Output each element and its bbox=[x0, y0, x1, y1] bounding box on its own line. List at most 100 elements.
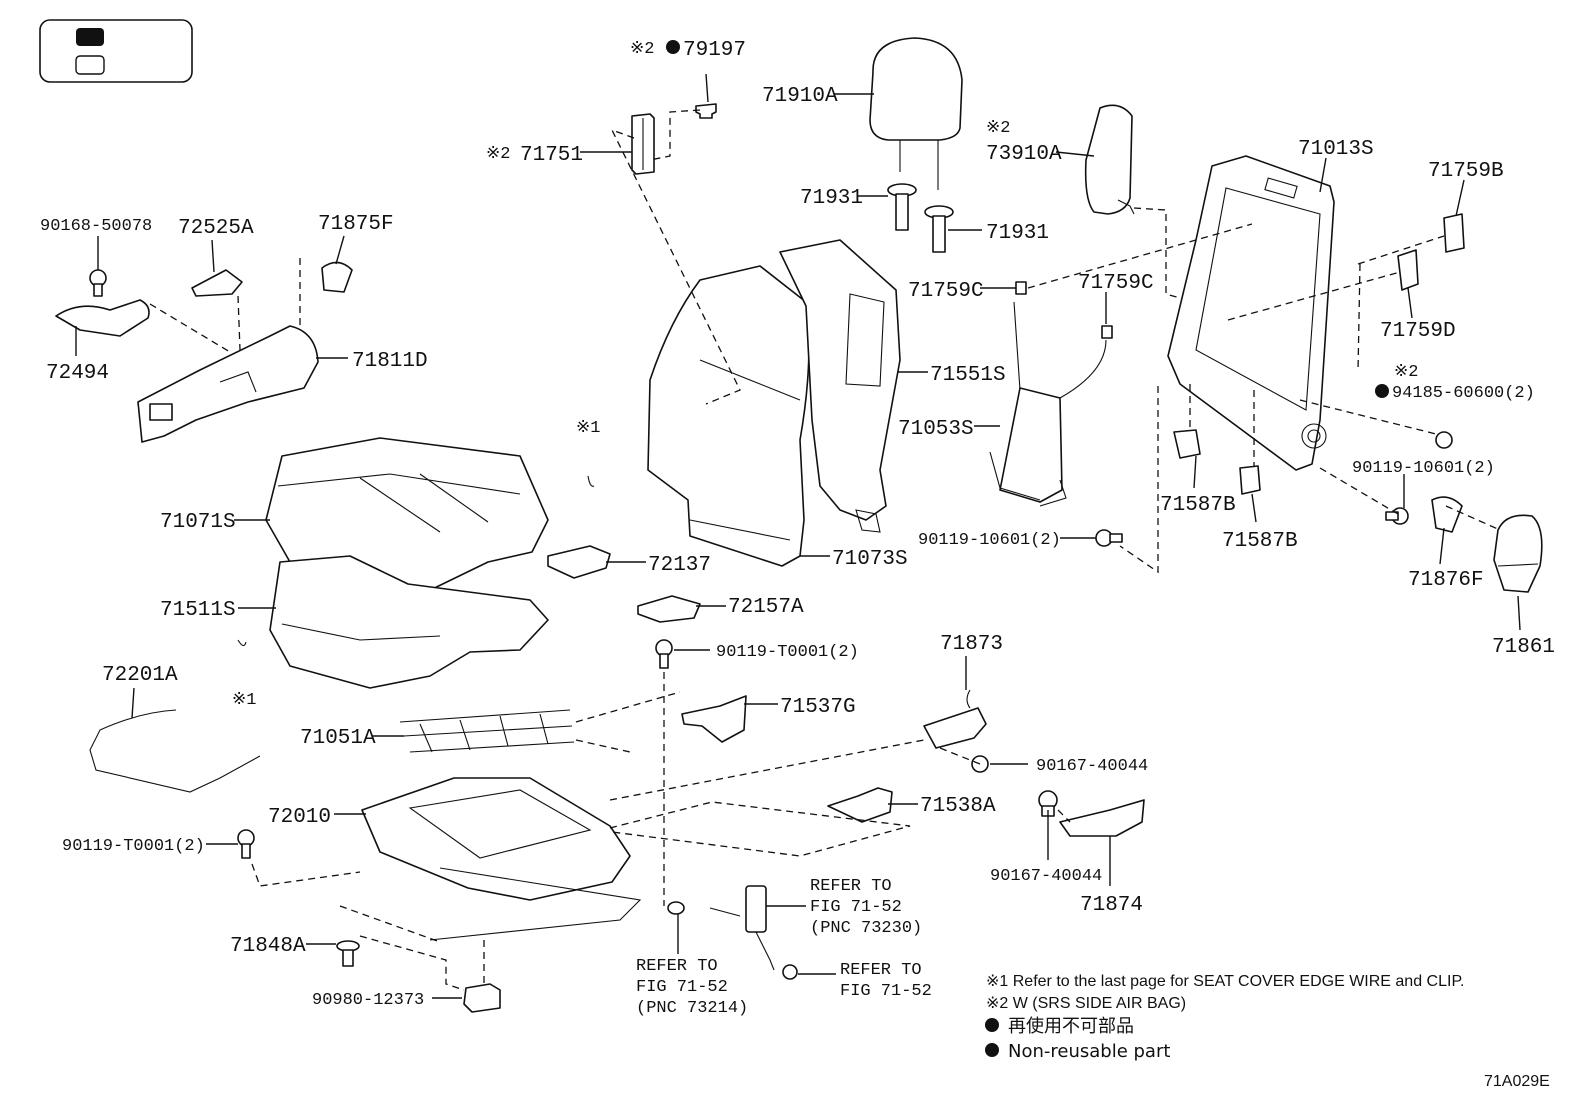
label-90119-10601-left: 90119-10601(2) bbox=[918, 531, 1061, 550]
guide-71931-left-part bbox=[887, 183, 917, 231]
note-3-dot bbox=[985, 1018, 999, 1032]
label-71875F: 71875F bbox=[318, 213, 394, 236]
label-71931-left: 71931 bbox=[800, 187, 863, 210]
cover-72525A-part bbox=[191, 269, 243, 297]
mark-94185: ※2 bbox=[1394, 363, 1418, 382]
nonreusable-dot-79197 bbox=[666, 40, 680, 54]
bracket-71873-part bbox=[923, 689, 987, 749]
label-90167-40044-lower: 90167-40044 bbox=[990, 867, 1102, 886]
label-71053S: 71053S bbox=[898, 418, 974, 441]
hook-71587B-right-part bbox=[1239, 465, 1261, 495]
refer-73230-line2: FIG 71-52 bbox=[810, 898, 902, 917]
bolt-90168-part bbox=[89, 269, 107, 297]
label-71876F: 71876F bbox=[1408, 569, 1484, 592]
bolt-90119-10601-right-part bbox=[1385, 507, 1409, 525]
cover-90980-part bbox=[463, 983, 501, 1013]
label-90168-50078: 90168-50078 bbox=[40, 217, 152, 236]
legend-empty-swatch bbox=[75, 55, 105, 75]
label-72010: 72010 bbox=[268, 806, 331, 829]
label-72157A: 72157A bbox=[728, 596, 804, 619]
refer-73230-line3: (PNC 73230) bbox=[810, 919, 922, 938]
clip-lower-part bbox=[237, 639, 247, 647]
refer-to-fig-71-52[interactable]: REFER TO FIG 71-52 bbox=[840, 961, 932, 1001]
plate-72157A-part bbox=[637, 595, 701, 623]
legend-filled-swatch bbox=[76, 28, 104, 46]
label-71759B: 71759B bbox=[1428, 160, 1504, 183]
refer-7152-line1: REFER TO bbox=[840, 961, 922, 980]
label-71861: 71861 bbox=[1492, 636, 1555, 659]
label-94185-60600: 94185-60600(2) bbox=[1392, 384, 1535, 403]
label-71759C-left: 71759C bbox=[908, 280, 984, 303]
bracket-71537G-part bbox=[681, 695, 747, 743]
clip-79197-part bbox=[695, 103, 717, 119]
assembly-dashed-lines bbox=[149, 109, 1501, 991]
spacer-71759C-b-part bbox=[1101, 325, 1113, 339]
leader-lines bbox=[75, 73, 1521, 999]
refer-73214-line3: (PNC 73214) bbox=[636, 999, 748, 1018]
plate-72137-part bbox=[547, 545, 611, 579]
refer-73214-line1: REFER TO bbox=[636, 957, 718, 976]
pad-71759D-part bbox=[1397, 249, 1419, 291]
seat-track-part bbox=[361, 777, 642, 941]
nonreusable-dot-94185 bbox=[1375, 384, 1389, 398]
label-71873: 71873 bbox=[940, 633, 1003, 656]
label-71511S: 71511S bbox=[160, 599, 236, 622]
lumbar-support-part bbox=[989, 301, 1107, 507]
footnotes: ※1 Refer to the last page for SEAT COVER… bbox=[985, 973, 1465, 1062]
label-72201A: 72201A bbox=[102, 664, 178, 687]
note-2: ※2 W (SRS SIDE AIR BAG) bbox=[986, 995, 1186, 1012]
refer-to-fig-73230[interactable]: REFER TO FIG 71-52 (PNC 73230) bbox=[810, 877, 922, 938]
bracket-72494-part bbox=[55, 299, 150, 337]
wire-72201A-part bbox=[89, 709, 261, 793]
seatback-pad-part bbox=[779, 239, 901, 533]
guide-71931-right-part bbox=[924, 205, 954, 253]
label-71073S: 71073S bbox=[832, 548, 908, 571]
refer-to-fig-73214[interactable]: REFER TO FIG 71-52 (PNC 73214) bbox=[636, 957, 748, 1018]
part-labels: ※2 79197 71910A ※2 73910A 71013S 71759B … bbox=[40, 39, 1555, 1010]
label-72494: 72494 bbox=[46, 362, 109, 385]
label-90980-12373: 90980-12373 bbox=[312, 991, 424, 1010]
label-71051A: 71051A bbox=[300, 727, 376, 750]
bracket-71874-part bbox=[1059, 799, 1145, 837]
bolt-90119-T0001-lower-part bbox=[237, 829, 255, 859]
pad-71759B-part bbox=[1443, 213, 1465, 253]
mark-1-lower: ※1 bbox=[232, 691, 256, 710]
label-73910A: 73910A bbox=[986, 143, 1062, 166]
refer-73214-line2: FIG 71-52 bbox=[636, 978, 728, 997]
legend-box bbox=[39, 19, 193, 83]
note-4: Non-reusable part bbox=[1008, 1041, 1170, 1062]
figure-code: 71A029E bbox=[1484, 1073, 1550, 1090]
note-4-dot bbox=[985, 1043, 999, 1057]
mark-71751: ※2 bbox=[486, 145, 510, 164]
hook-71587B-left-part bbox=[1173, 429, 1201, 459]
label-71848A: 71848A bbox=[230, 935, 306, 958]
label-72137: 72137 bbox=[648, 554, 711, 577]
headrest-part bbox=[869, 37, 963, 190]
label-71587B-left: 71587B bbox=[1160, 494, 1236, 517]
label-90119-10601-right: 90119-10601(2) bbox=[1352, 459, 1495, 478]
seatbelt-buckle-part bbox=[709, 885, 775, 971]
label-71013S: 71013S bbox=[1298, 138, 1374, 161]
side-shield-part bbox=[137, 325, 319, 443]
seatback-cover-part bbox=[647, 265, 810, 567]
mark-1-upper: ※1 bbox=[576, 419, 600, 438]
label-71811D: 71811D bbox=[352, 350, 428, 373]
label-71551S: 71551S bbox=[930, 364, 1006, 387]
label-71759D: 71759D bbox=[1380, 320, 1456, 343]
label-71538A: 71538A bbox=[920, 795, 996, 818]
bolt-90119-T0001-upper-part bbox=[655, 639, 673, 669]
mark-79197: ※2 bbox=[630, 40, 654, 59]
clip-upper-part bbox=[587, 475, 595, 487]
label-79197: 79197 bbox=[683, 39, 746, 62]
note-1: ※1 Refer to the last page for SEAT COVER… bbox=[986, 973, 1465, 990]
label-90167-40044-upper: 90167-40044 bbox=[1036, 757, 1148, 776]
washer-part bbox=[667, 901, 685, 915]
label-71931-right: 71931 bbox=[986, 222, 1049, 245]
spring-71051A-part bbox=[399, 709, 575, 753]
label-71910A: 71910A bbox=[762, 85, 838, 108]
bolt-90119-10601-left-part bbox=[1095, 529, 1123, 547]
label-71537G: 71537G bbox=[780, 696, 856, 719]
note-3: 再使用不可部品 bbox=[1008, 1016, 1134, 1037]
refer-7152-line2: FIG 71-52 bbox=[840, 982, 932, 1001]
